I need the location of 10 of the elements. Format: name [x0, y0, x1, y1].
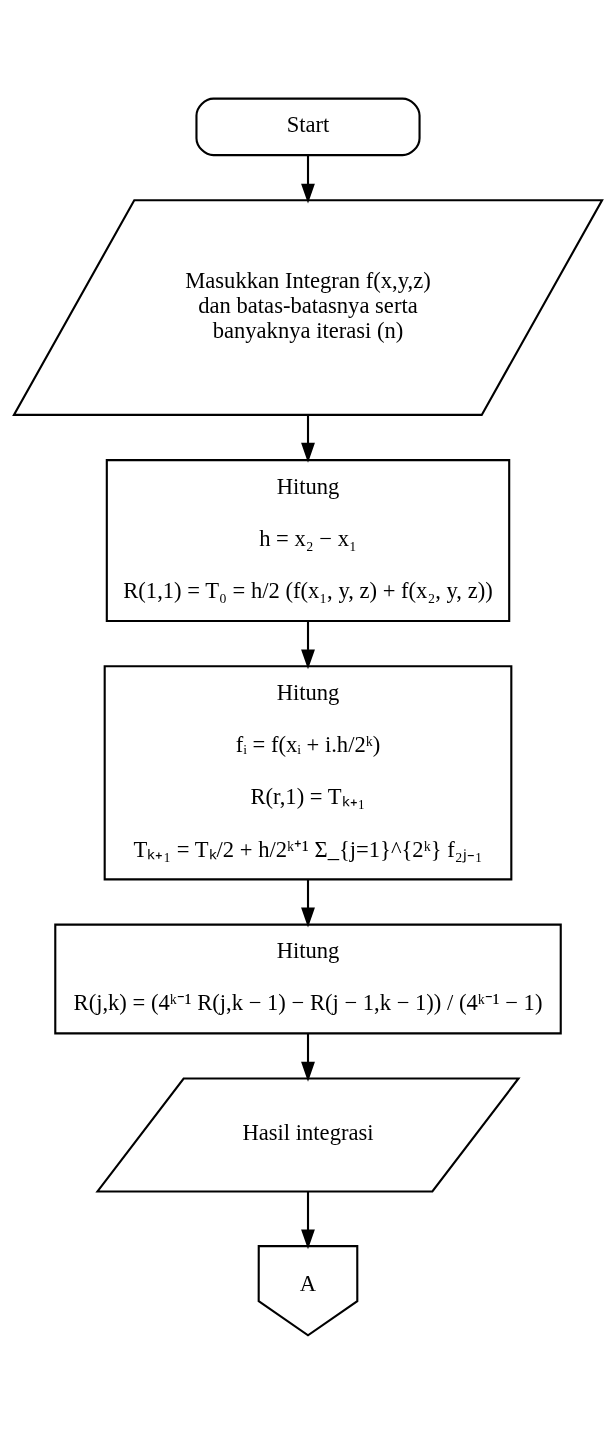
arrow: [301, 1191, 315, 1250]
arrow: [301, 415, 315, 463]
node-box: Hitung R(j,k) = (4ᵏ⁻¹ R(j,k − 1) − R(j − 1,k − 1)) / (4ᵏ⁻¹ − 1): [54, 923, 562, 1035]
node-box: Start: [195, 97, 421, 157]
arrow: [301, 155, 315, 204]
arrow: [301, 621, 315, 670]
node-box: Hitung fᵢ = f(xᵢ + i.h/2ᵏ) R(r,1) = Tₖ₊₁ Tₖ₊₁ = Tₖ/2 + h/2ᵏ⁺¹ Σ_{j=1}^{2ᵏ} f₂ⱼ₋₁: [103, 665, 513, 881]
arrow: [301, 1033, 315, 1082]
node-box: Hitung h = x₂ − x₁ R(1,1) = T₀ = h/2 (f(x₁, y, z) + f(x₂, y, z)): [105, 459, 511, 623]
arrow: [301, 879, 315, 928]
